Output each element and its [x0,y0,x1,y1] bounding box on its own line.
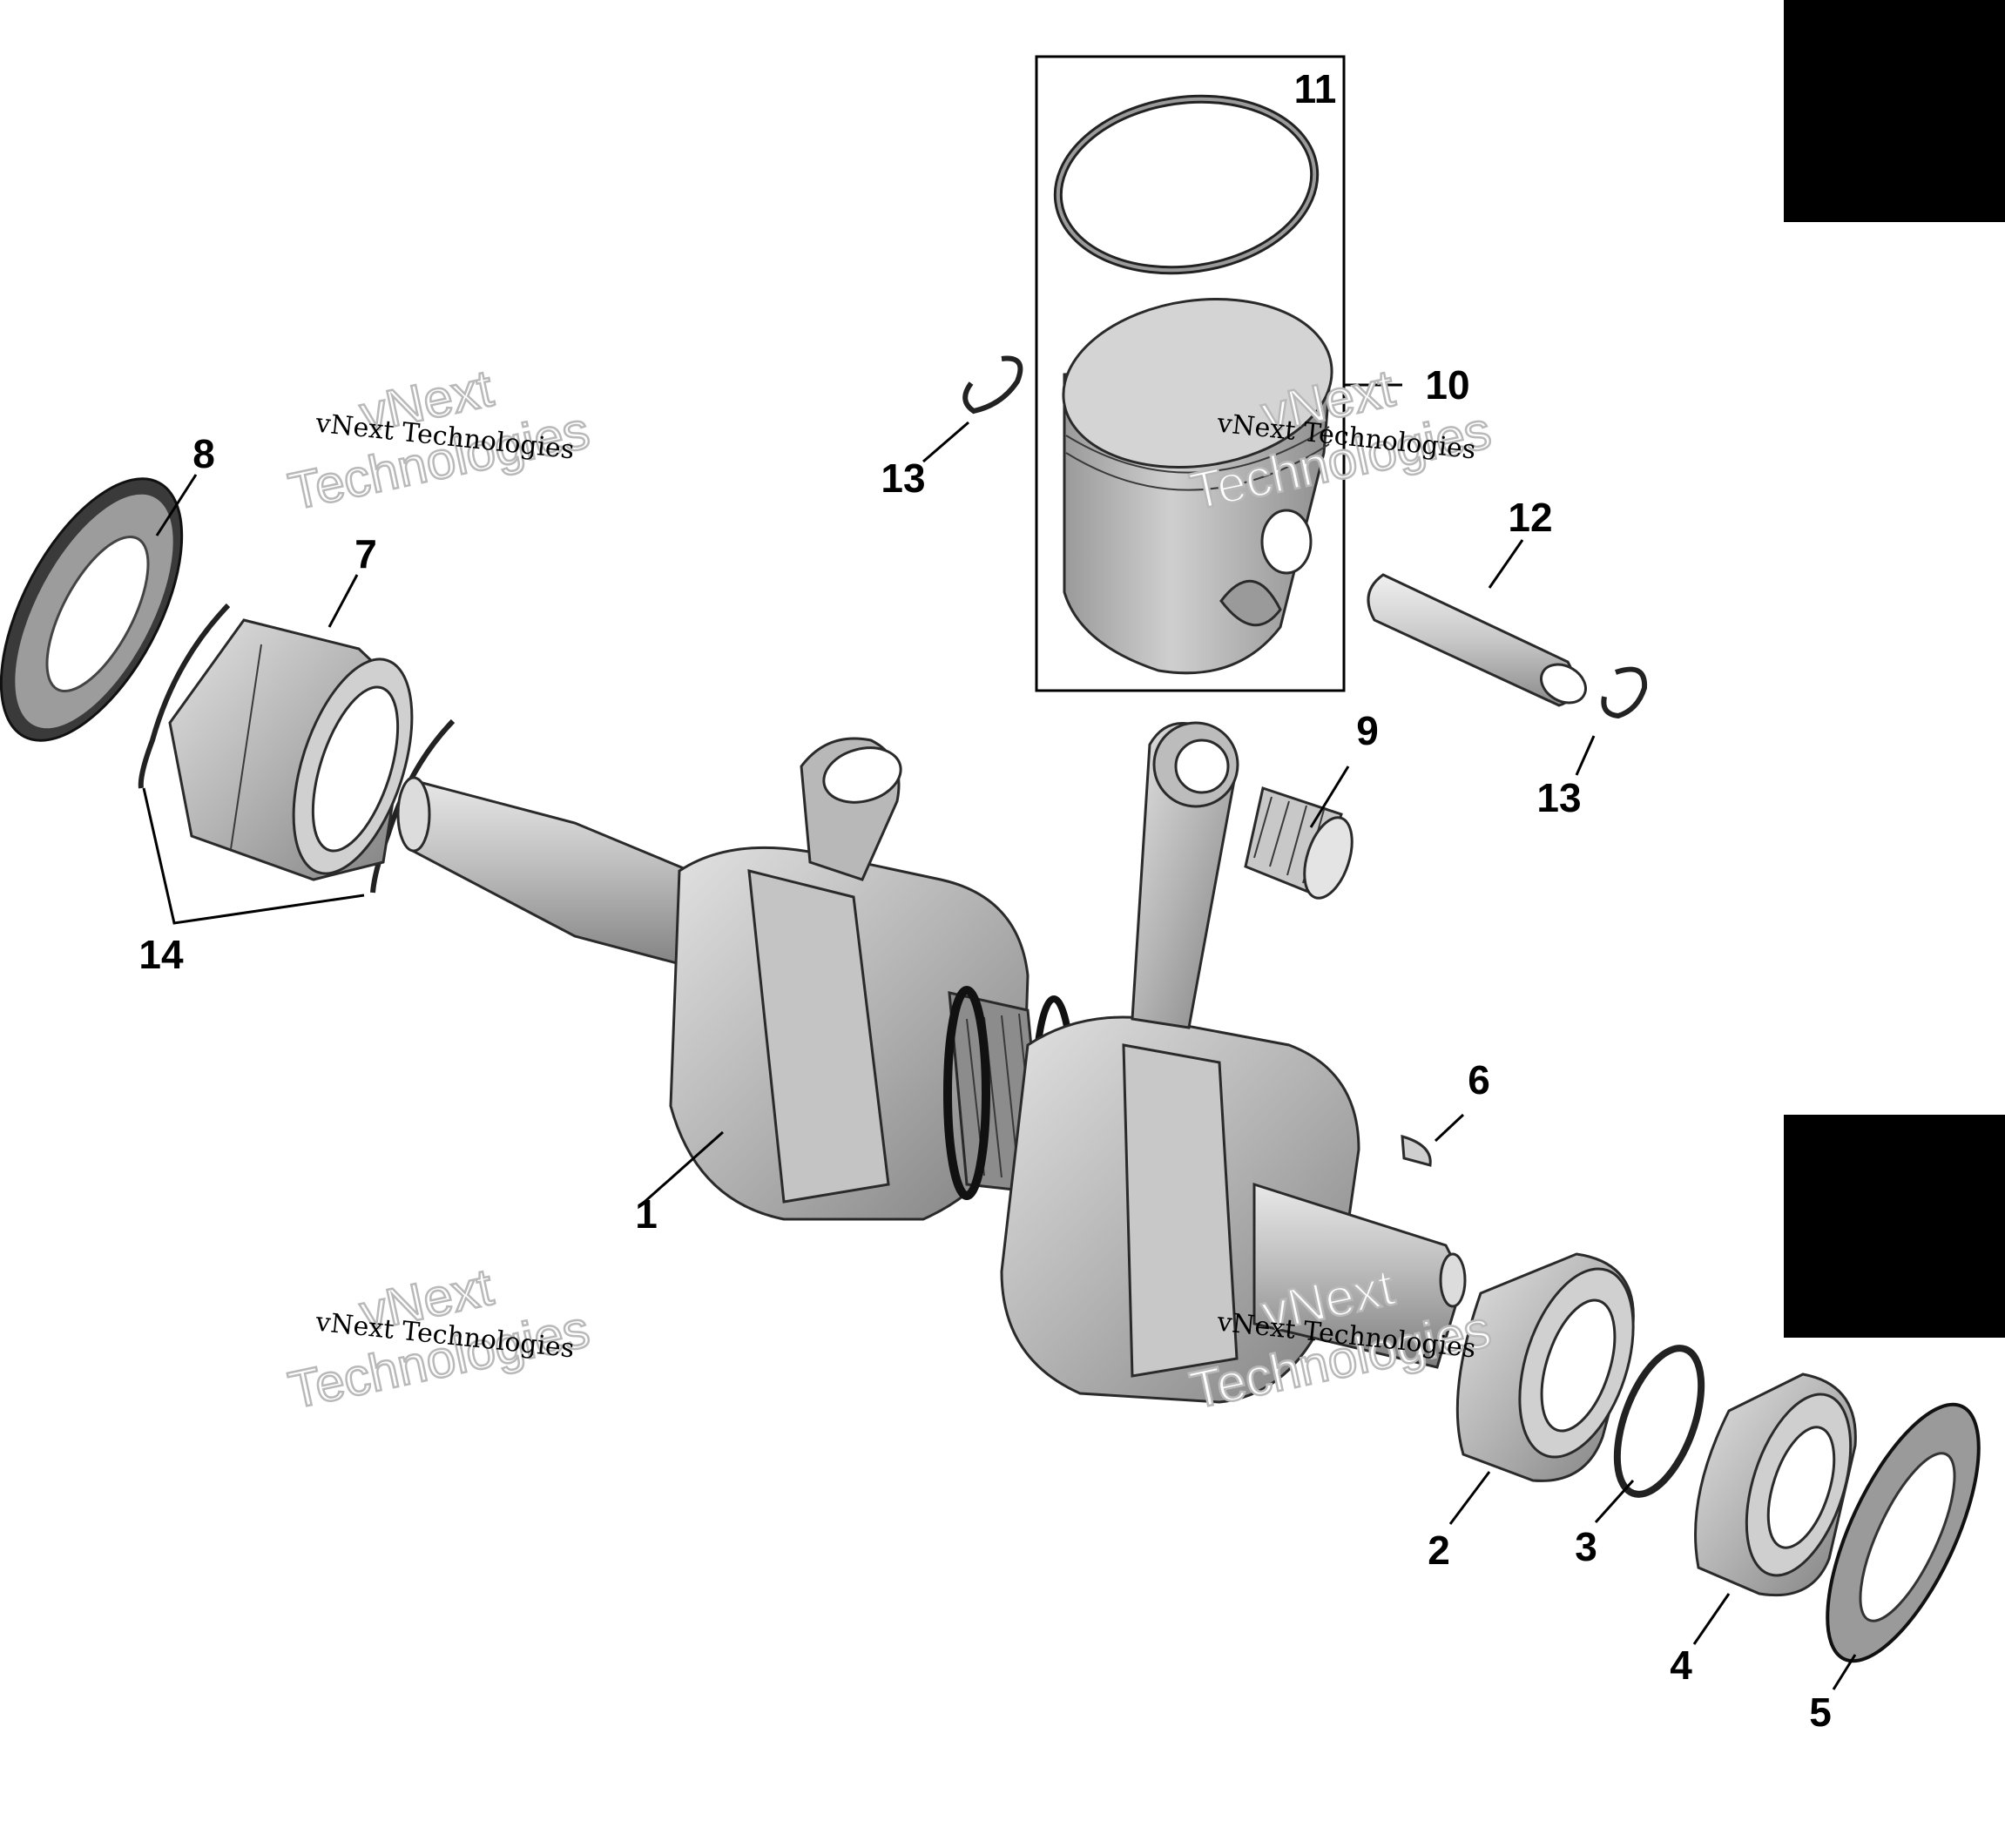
watermark-top-left: vNext Technologies vNext Technologies [283,358,596,523]
callout-3: 3 [1575,1524,1597,1569]
watermark-bottom-left: vNext Technologies vNext Technologies [283,1257,596,1421]
redaction-block-top [1784,0,2005,222]
callout-4: 4 [1670,1642,1692,1688]
retaining-ring-outer [138,603,231,789]
oil-seal-right [1826,1402,1981,1663]
callout-11: 11 [1294,66,1337,111]
leader-lines [142,383,1857,1690]
connecting-rod [1131,721,1239,1029]
ball-bearing [1694,1373,1857,1597]
main-bearing-right [1455,1252,1635,1482]
snap-ring [1613,1345,1705,1498]
callout-5: 5 [1809,1690,1832,1735]
piston-pin [1367,573,1587,707]
main-bearing-left [168,618,414,881]
callout-6: 6 [1468,1057,1490,1103]
callout-12: 12 [1508,495,1552,540]
callout-2: 2 [1428,1528,1450,1573]
callout-1: 1 [635,1191,658,1237]
callout-14: 14 [138,932,184,977]
crankshaft [396,737,1467,1404]
retaining-ring-inner [370,718,456,894]
callout-13-right: 13 [1536,775,1581,820]
redaction-block-bottom [1784,1115,2005,1338]
callout-8: 8 [192,431,215,476]
circlip-right [1601,666,1648,719]
needle-bearing [1244,786,1354,900]
callout-9: 9 [1356,708,1379,753]
piston-ring [1053,94,1320,275]
piston [1062,297,1333,675]
woodruff-key [1401,1134,1432,1167]
callout-13-left: 13 [881,455,925,501]
callout-10: 10 [1425,362,1469,408]
piston-kit-box [1035,55,1346,692]
circlip-left [962,355,1023,415]
oil-seal-left [0,477,184,742]
callout-7: 7 [354,531,377,577]
